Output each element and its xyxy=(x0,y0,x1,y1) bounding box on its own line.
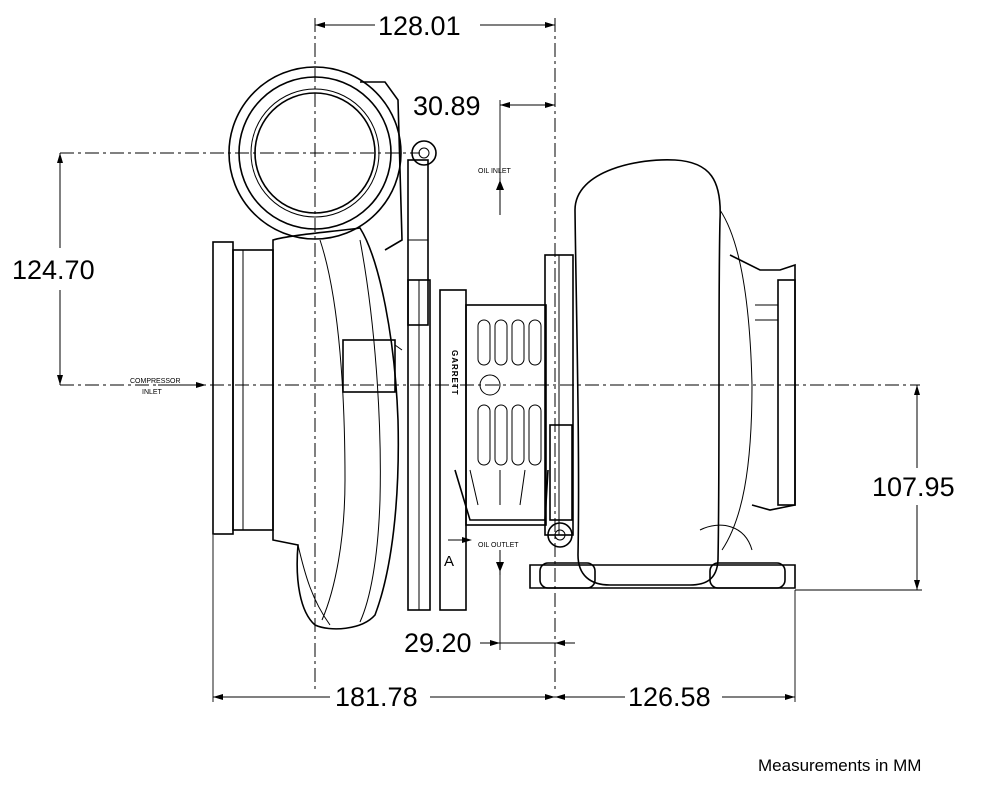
compressor-inlet-label-1: COMPRESSOR xyxy=(130,378,181,385)
view-marker: A xyxy=(444,553,454,570)
backplate xyxy=(407,140,437,611)
compressor-inlet-label-2: INLET xyxy=(142,389,163,396)
dim-oil-outlet-offset: 29.20 xyxy=(404,628,472,658)
dim-oil-inlet-offset: 30.89 xyxy=(413,91,481,121)
center-housing xyxy=(439,289,549,611)
dim-turbine-length: 126.58 xyxy=(628,682,711,712)
dimension-lines xyxy=(57,22,922,702)
dim-turbine-height: 107.95 xyxy=(872,472,955,502)
oil-ports xyxy=(158,178,504,575)
oil-outlet-label: OIL OUTLET xyxy=(478,542,519,549)
units-note: Measurements in MM xyxy=(758,756,922,775)
dim-compressor-length: 181.78 xyxy=(335,682,418,712)
dim-compressor-height: 124.70 xyxy=(12,255,95,285)
dim-top-overall: 128.01 xyxy=(378,11,461,41)
brand-label: GARRETT xyxy=(450,350,459,396)
turbine-housing xyxy=(529,158,796,589)
oil-inlet-label: OIL INLET xyxy=(478,168,512,175)
compressor-housing xyxy=(212,66,403,630)
